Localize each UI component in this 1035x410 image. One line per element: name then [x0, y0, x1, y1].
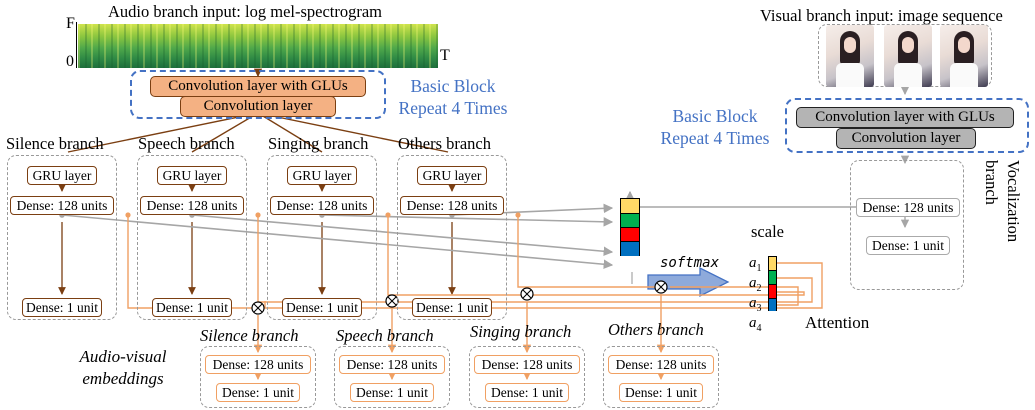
- attention-label: Attention: [805, 313, 870, 332]
- av-singing-dense-128: Dense: 128 units: [474, 355, 580, 374]
- weight-cell-2: [769, 271, 776, 285]
- stack-cell-2: [621, 214, 639, 228]
- silence-gru-layer: GRU layer: [27, 166, 97, 185]
- singing-branch-frame: [267, 155, 377, 320]
- av-silence-frame: [200, 346, 316, 408]
- spectrogram-axis: [76, 22, 77, 68]
- weight-label-4-base: a: [749, 315, 757, 331]
- weight-cell-1: [769, 257, 776, 271]
- vocalization-dense-128: Dense: 128 units: [856, 198, 960, 217]
- spectrogram-image: [78, 24, 438, 68]
- vocalization-label-text: Vocalization branch: [980, 160, 1024, 242]
- av-branch-name-others: Others branch: [608, 320, 704, 339]
- weight-label-1: a1: [749, 256, 762, 276]
- vocalization-label-line1: Vocalization: [1004, 160, 1023, 243]
- av-singing-dense-1: Dense: 1 unit: [485, 383, 569, 402]
- others-dense-1: Dense: 1 unit: [412, 298, 492, 317]
- silence-branch-frame: [7, 155, 117, 320]
- frame-image-2: [884, 25, 932, 87]
- vocalization-label-line2: branch: [982, 160, 1001, 205]
- audio-repeat-note: Basic Block Repeat 4 Times: [398, 76, 508, 120]
- av-others-frame: [603, 346, 719, 408]
- audio-branch-name-others: Others branch: [398, 134, 492, 153]
- scale-label: scale: [751, 222, 784, 241]
- audio-input-title: Audio branch input: log mel-spectrogram: [108, 2, 383, 21]
- audio-branch-name-singing: Singing branch: [268, 134, 369, 153]
- stack-cell-3: [621, 228, 639, 242]
- speech-gru-layer: GRU layer: [157, 166, 227, 185]
- frame-image-1: [826, 25, 874, 87]
- others-dense-128: Dense: 128 units: [400, 196, 504, 215]
- av-silence-dense-1: Dense: 1 unit: [216, 383, 300, 402]
- audio-conv-layer: Convolution layer: [180, 96, 336, 117]
- audio-conv-glu-layer: Convolution layer with GLUs: [150, 76, 366, 97]
- visual-conv-layer: Convolution layer: [836, 128, 976, 149]
- audio-repeat-line1: Basic Block: [410, 76, 496, 96]
- attention-weight-stack: [768, 256, 777, 311]
- attention-weight-labels: a1 a2 a3 a4: [749, 256, 762, 336]
- others-branch-frame: [397, 155, 507, 320]
- visual-basic-block-frame: [785, 98, 1029, 153]
- visual-repeat-note: Basic Block Repeat 4 Times: [640, 106, 790, 150]
- vocalization-dense-1: Dense: 1 unit: [866, 236, 950, 255]
- weight-cell-3: [769, 285, 776, 299]
- vocalization-branch-frame: [850, 160, 964, 290]
- weight-label-2-index: 2: [756, 283, 762, 294]
- softmax-label: softmax: [660, 255, 720, 271]
- weight-label-3-index: 3: [756, 303, 762, 314]
- time-axis-label: T: [440, 47, 450, 64]
- frame-image-3: [940, 25, 988, 87]
- singing-dense-1: Dense: 1 unit: [282, 298, 362, 317]
- weight-label-3: a3: [749, 296, 762, 316]
- audio-branch-name-speech: Speech branch: [138, 134, 235, 153]
- av-speech-dense-1: Dense: 1 unit: [350, 383, 434, 402]
- freq-axis-label: F: [66, 15, 75, 32]
- av-embeddings-line2: embeddings: [82, 369, 164, 388]
- av-speech-dense-128: Dense: 128 units: [339, 355, 445, 374]
- weight-label-1-base: a: [749, 255, 757, 271]
- av-branch-name-singing: Singing branch: [470, 322, 572, 341]
- visual-repeat-line2: Repeat 4 Times: [660, 127, 770, 148]
- visual-input-title: Visual branch input: image sequence: [760, 6, 1003, 25]
- weight-label-2-base: a: [749, 275, 757, 291]
- av-branch-name-silence: Silence branch: [200, 326, 299, 345]
- av-branch-name-speech: Speech branch: [336, 326, 434, 345]
- av-others-dense-128: Dense: 128 units: [608, 355, 714, 374]
- speech-dense-128: Dense: 128 units: [140, 196, 244, 215]
- av-silence-dense-128: Dense: 128 units: [205, 355, 311, 374]
- weight-label-2: a2: [749, 276, 762, 296]
- weight-label-4-index: 4: [756, 323, 762, 334]
- weight-label-3-base: a: [749, 295, 757, 311]
- singing-gru-layer: GRU layer: [287, 166, 357, 185]
- weight-cell-4: [769, 299, 776, 311]
- vocalization-branch-label: Vocalization branch: [978, 160, 1035, 290]
- av-embeddings-line1: Audio-visual: [79, 347, 167, 366]
- speech-dense-1: Dense: 1 unit: [152, 298, 232, 317]
- stack-cell-1: [621, 199, 639, 214]
- singing-dense-128: Dense: 128 units: [270, 196, 374, 215]
- zero-axis-label: 0: [66, 53, 74, 70]
- av-others-dense-1: Dense: 1 unit: [619, 383, 703, 402]
- visual-repeat-line1: Basic Block: [672, 106, 758, 126]
- weight-label-4: a4: [749, 316, 762, 336]
- others-gru-layer: GRU layer: [417, 166, 487, 185]
- av-speech-frame: [334, 346, 450, 408]
- audio-basic-block-frame: [130, 70, 386, 119]
- av-embeddings-label: Audio-visual embeddings: [68, 346, 178, 390]
- weight-label-1-index: 1: [756, 263, 762, 274]
- speech-branch-frame: [137, 155, 247, 320]
- silence-dense-128: Dense: 128 units: [10, 196, 114, 215]
- stack-cell-4: [621, 242, 639, 256]
- silence-dense-1: Dense: 1 unit: [22, 298, 102, 317]
- av-singing-frame: [469, 346, 585, 408]
- attention-input-stack: [620, 198, 640, 256]
- audio-branch-name-silence: Silence branch: [6, 134, 104, 153]
- audio-repeat-line2: Repeat 4 Times: [398, 97, 508, 118]
- visual-conv-glu-layer: Convolution layer with GLUs: [796, 107, 1014, 128]
